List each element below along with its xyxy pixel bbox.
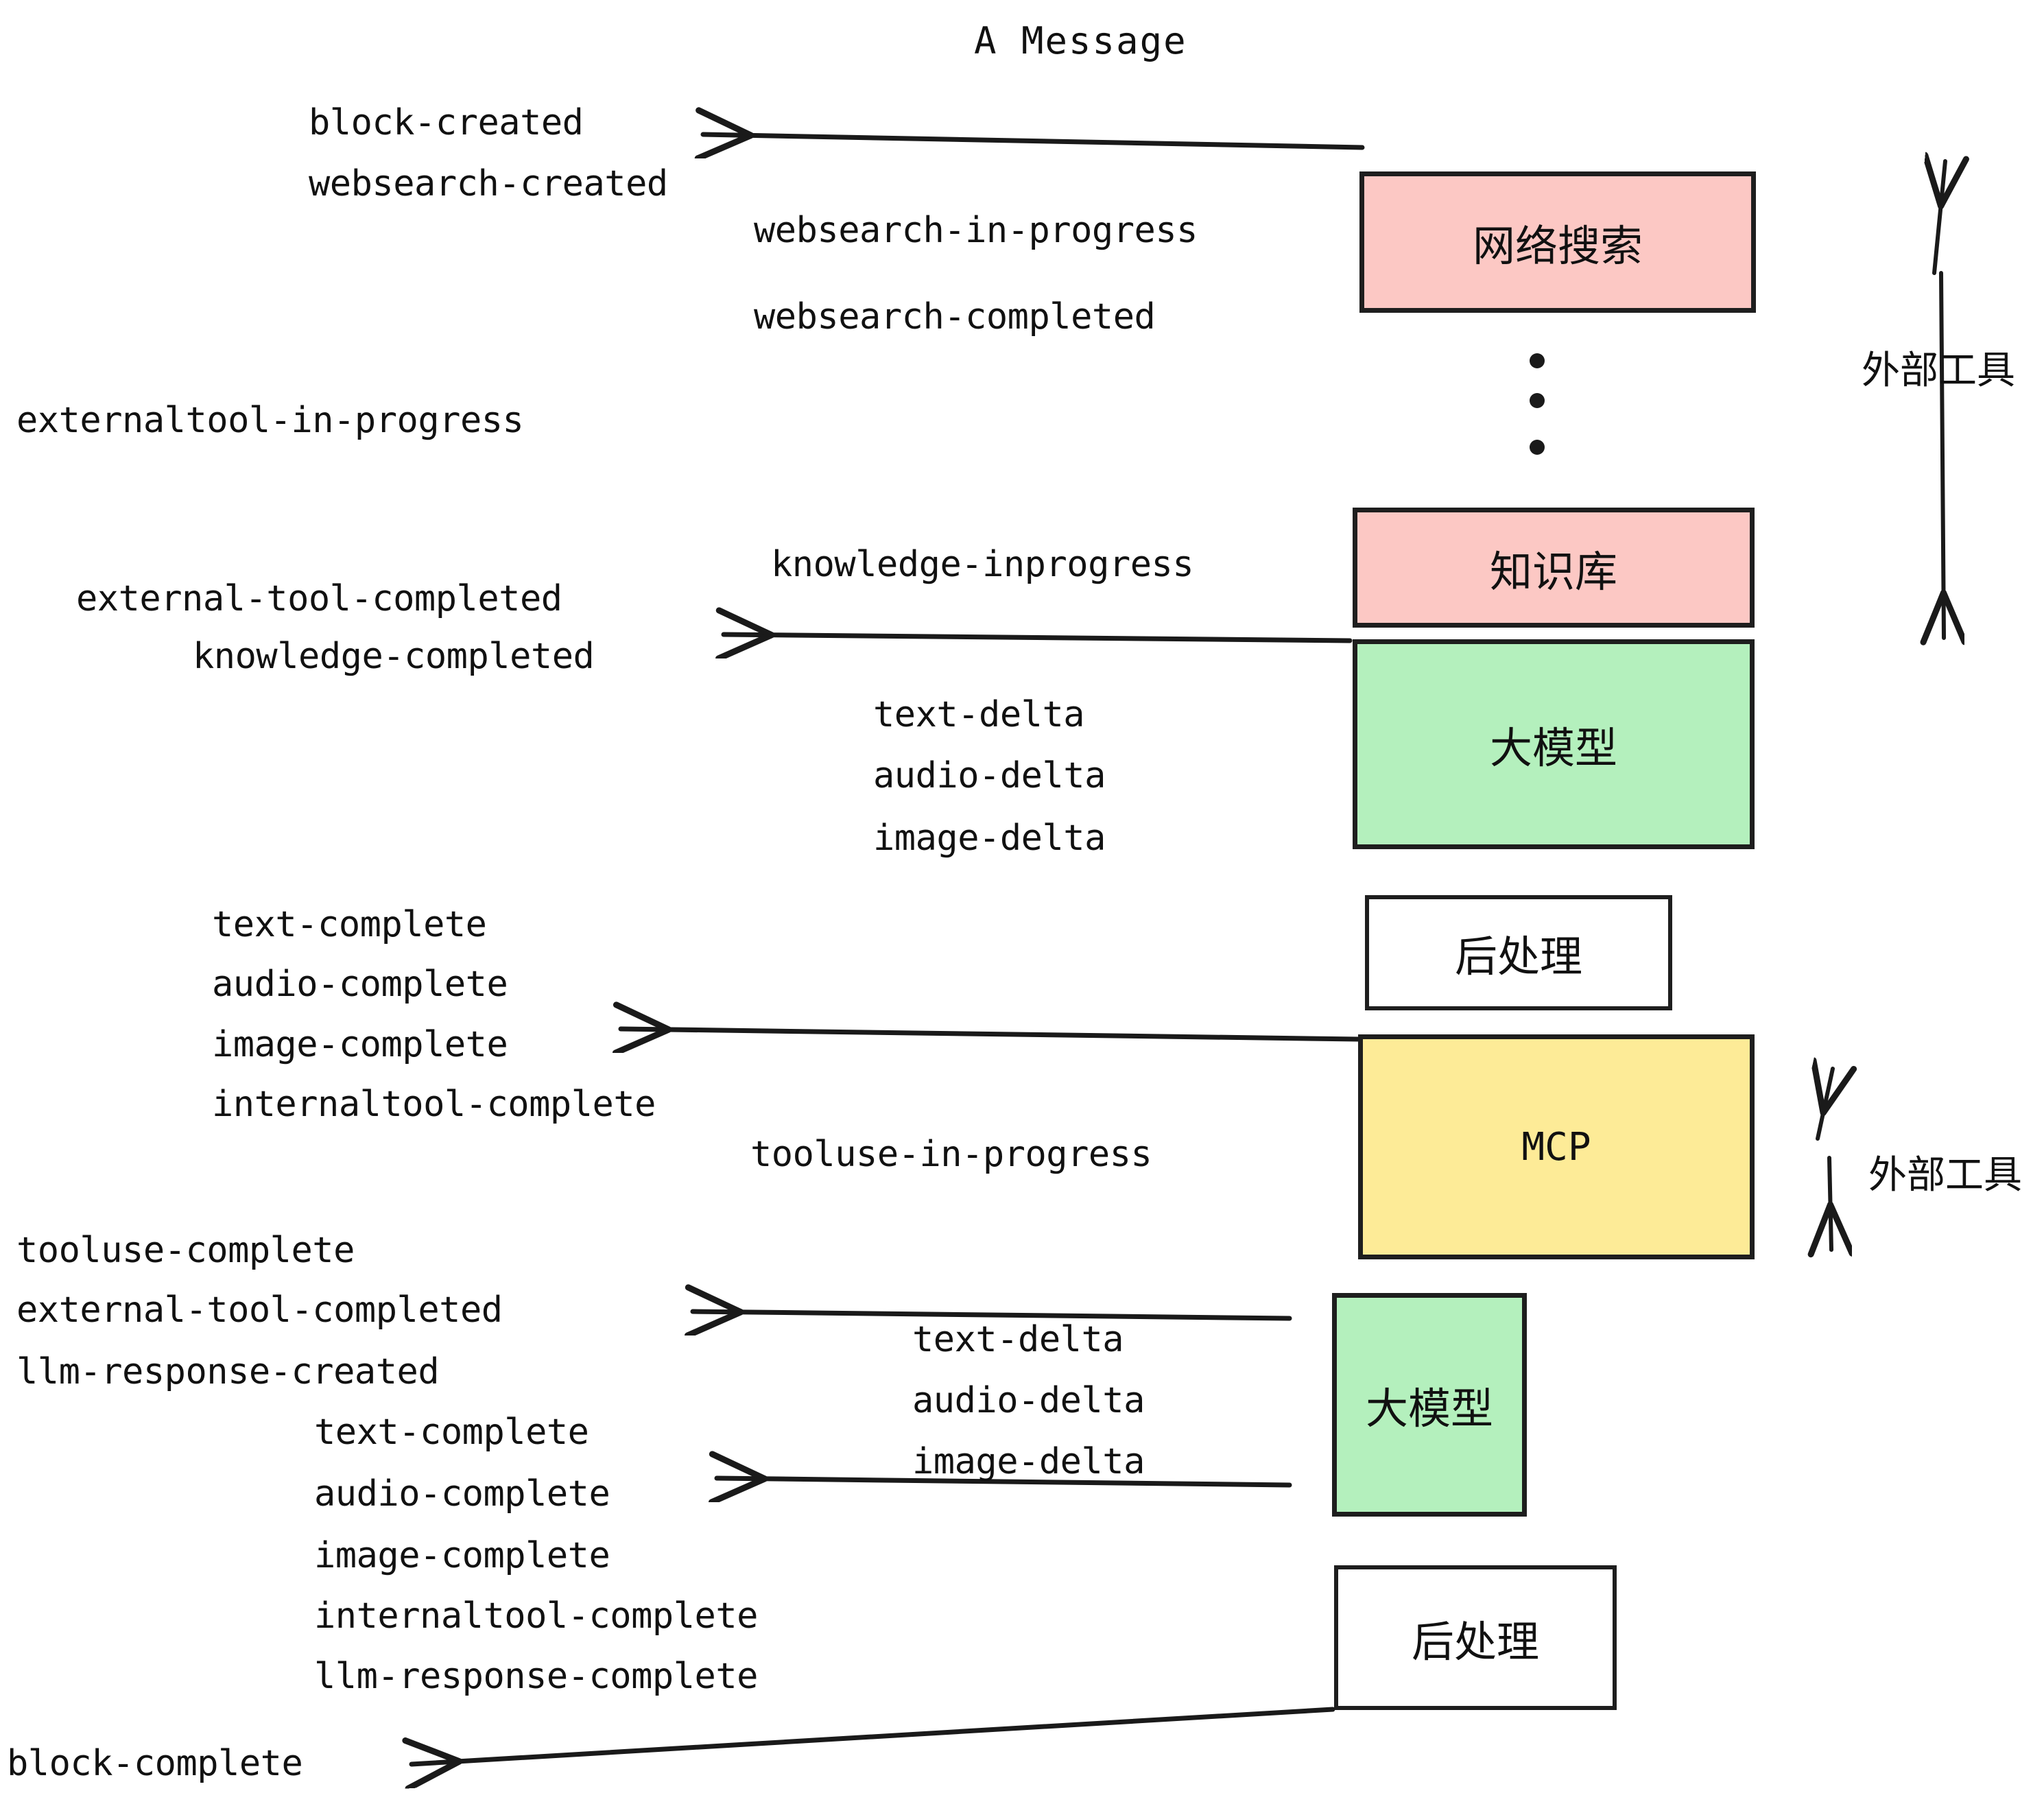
event-label-image-delta-2: image-delta	[912, 1441, 1145, 1482]
event-label-websearch-completed: websearch-completed	[754, 296, 1156, 337]
component-box-llm-2[interactable]: 大模型	[1332, 1293, 1527, 1517]
component-box-label: 大模型	[1365, 1384, 1493, 1434]
component-box-label: 后处理	[1454, 931, 1582, 982]
event-label-tooluse-complete: tooluse-complete	[16, 1230, 355, 1271]
scope-label-external-tools-top: 外部工具	[1862, 348, 2015, 393]
arrow-knowledge-to-left	[724, 634, 1353, 641]
scope-label-external-tools-bottom: 外部工具	[1868, 1153, 2022, 1198]
event-label-websearch-in-progress: websearch-in-progress	[754, 210, 1198, 251]
event-label-internaltool-complete-2: internaltool-complete	[314, 1595, 758, 1637]
ellipsis-dot	[1530, 353, 1545, 368]
event-label-external-tool-completed-1: external-tool-completed	[76, 578, 562, 619]
event-label-text-delta-1: text-delta	[873, 694, 1085, 735]
event-label-internaltool-complete-1: internaltool-complete	[212, 1084, 656, 1125]
event-label-external-tool-completed-2: external-tool-completed	[16, 1290, 503, 1331]
arrow-llm2-to-left	[693, 1312, 1292, 1318]
arrow-post2-to-left	[412, 1707, 1335, 1764]
arrow-mcp-to-left	[621, 1029, 1361, 1039]
event-label-image-complete-2: image-complete	[314, 1535, 610, 1576]
event-label-knowledge-inprogress: knowledge-inprogress	[771, 544, 1194, 585]
scope-arrow-top-up	[1934, 161, 1945, 275]
event-label-image-delta-1: image-delta	[873, 818, 1106, 859]
event-label-text-complete-1: text-complete	[212, 904, 487, 945]
event-label-tooluse-in-progress: tooluse-in-progress	[750, 1134, 1152, 1175]
scope-arrow-bottom-down	[1829, 1156, 1831, 1250]
event-label-block-created: block-created	[309, 102, 584, 143]
event-label-block-complete: block-complete	[7, 1743, 303, 1784]
component-box-websearch[interactable]: 网络搜索	[1359, 171, 1756, 313]
component-box-label: 大模型	[1489, 723, 1617, 773]
event-label-websearch-created: websearch-created	[309, 163, 668, 204]
component-box-postprocess-2[interactable]: 后处理	[1334, 1565, 1617, 1710]
event-label-image-complete-1: image-complete	[212, 1024, 508, 1065]
event-label-audio-delta-1: audio-delta	[873, 755, 1106, 796]
event-label-externaltool-in-progress: externaltool-in-progress	[16, 400, 524, 441]
event-label-audio-complete-1: audio-complete	[212, 964, 508, 1005]
component-box-label: 后处理	[1411, 1616, 1539, 1667]
ellipsis-dot	[1530, 393, 1545, 408]
component-box-knowledge[interactable]: 知识库	[1353, 508, 1755, 628]
event-label-llm-response-created: llm-response-created	[16, 1351, 440, 1392]
component-box-label: 网络搜索	[1472, 221, 1643, 271]
scope-arrow-bottom-up	[1818, 1069, 1833, 1141]
event-label-llm-response-complete: llm-response-complete	[314, 1656, 758, 1697]
component-box-label: MCP	[1521, 1124, 1591, 1170]
event-label-audio-delta-2: audio-delta	[912, 1380, 1145, 1421]
ellipsis-dot	[1530, 440, 1545, 455]
component-box-llm-1[interactable]: 大模型	[1353, 639, 1755, 849]
component-box-label: 知识库	[1489, 546, 1617, 597]
arrow-websearch-to-left	[703, 134, 1365, 147]
event-label-text-complete-2: text-complete	[314, 1412, 589, 1453]
event-label-audio-complete-2: audio-complete	[314, 1473, 610, 1515]
event-label-knowledge-completed: knowledge-completed	[193, 636, 595, 677]
component-box-postprocess-1[interactable]: 后处理	[1365, 895, 1672, 1010]
page-title: A Message	[974, 19, 1187, 62]
component-box-mcp[interactable]: MCP	[1358, 1034, 1755, 1259]
event-label-text-delta-2: text-delta	[912, 1319, 1124, 1360]
scope-arrow-top-down	[1941, 271, 1944, 638]
